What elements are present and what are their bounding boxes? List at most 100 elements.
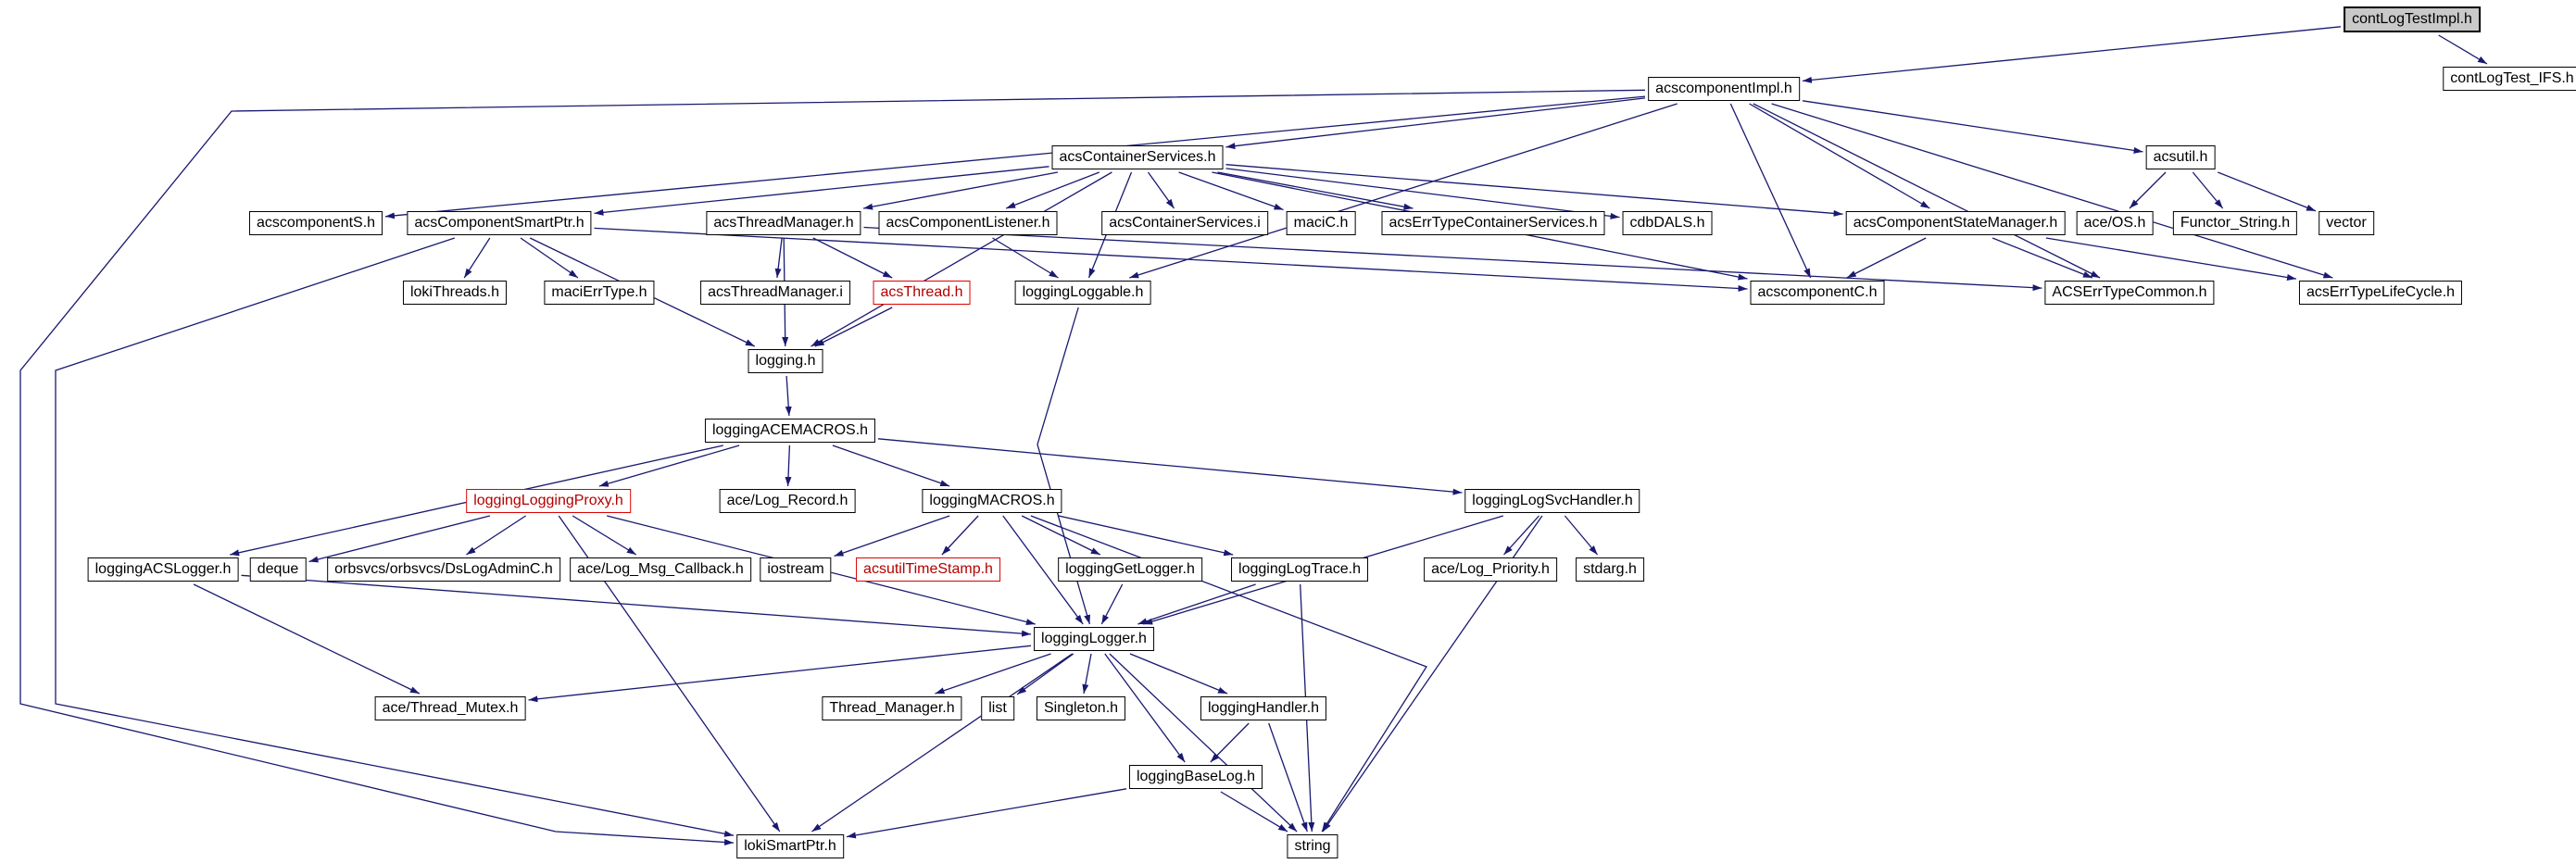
graph-node-aceOS[interactable]: ace/OS.h bbox=[2076, 211, 2154, 235]
include-edge-acsutil-to-FunctorString bbox=[2192, 171, 2224, 209]
graph-node-vector[interactable]: vector bbox=[2318, 211, 2374, 235]
include-edge-acsContainerServices-to-maciC bbox=[1178, 171, 1284, 211]
include-edge-acsComponentStateManager-to-acsErrTypeLifeCycle bbox=[2045, 237, 2297, 281]
include-edge-acsThreadManager-to-ACSErrTypeCommon bbox=[863, 226, 2042, 292]
graph-node-aceLogPriority[interactable]: ace/Log_Priority.h bbox=[1424, 557, 1557, 582]
include-edge-loggingLogger-to-aceThreadMutex bbox=[528, 645, 1032, 703]
include-edge-loggingACSLogger-to-loggingLogger bbox=[241, 574, 1032, 637]
include-edge-loggingLoggingProxy-to-deque bbox=[308, 515, 491, 563]
graph-node-contLogTestImpl: contLogTestImpl.h bbox=[2344, 6, 2481, 32]
include-edge-acsComponentSmartPtr-to-lokiThreads bbox=[463, 237, 491, 279]
include-edge-loggingBaseLog-to-string bbox=[1220, 791, 1288, 833]
include-edge-loggingLogger-to-lokiSmartPtr bbox=[811, 653, 1073, 833]
include-edge-loggingLogTrace-to-loggingLogger bbox=[1137, 583, 1256, 625]
graph-node-contLogTest_IFS[interactable]: contLogTest_IFS.h bbox=[2443, 67, 2576, 91]
graph-node-stdarg[interactable]: stdarg.h bbox=[1576, 557, 1644, 582]
graph-node-deque[interactable]: deque bbox=[249, 557, 307, 582]
include-edge-loggingMACROS-to-loggingLogger bbox=[1002, 515, 1084, 625]
include-edge-acscomponentImpl-to-acsErrTypeLifeCycle bbox=[1771, 103, 2333, 279]
graph-node-acsThread[interactable]: acsThread.h bbox=[873, 281, 971, 305]
graph-node-acsComponentSmartPtr[interactable]: acsComponentSmartPtr.h bbox=[407, 211, 592, 235]
graph-node-acsErrTypeLifeCycle[interactable]: acsErrTypeLifeCycle.h bbox=[2298, 281, 2463, 305]
graph-node-loggingLoggable[interactable]: loggingLoggable.h bbox=[1014, 281, 1151, 305]
graph-node-acsErrTypeContainerServices[interactable]: acsErrTypeContainerServices.h bbox=[1381, 211, 1605, 235]
graph-node-cdbDALS[interactable]: cdbDALS.h bbox=[1622, 211, 1713, 235]
include-edge-loggingLogger-to-string bbox=[1109, 653, 1298, 833]
include-edge-acsContainerServices-to-acsThreadManager bbox=[862, 171, 1059, 210]
graph-node-acscomponentS[interactable]: acscomponentS.h bbox=[248, 211, 383, 235]
include-edge-loggingLogSvcHandler-to-aceLogPriority bbox=[1503, 515, 1539, 556]
include-edge-contLogTestImpl-to-acscomponentImpl bbox=[1802, 26, 2342, 83]
graph-node-acsContainerServices[interactable]: acsContainerServices.h bbox=[1051, 145, 1224, 169]
include-edge-logging-to-loggingACEMACROS bbox=[785, 375, 792, 417]
include-edge-loggingLogger-to-Singleton bbox=[1082, 653, 1092, 695]
include-edge-loggingLogSvcHandler-to-stdarg bbox=[1564, 515, 1599, 556]
graph-node-acsComponentStateManager[interactable]: acsComponentStateManager.h bbox=[1845, 211, 2066, 235]
graph-node-aceLogMsgCallback[interactable]: ace/Log_Msg_Callback.h bbox=[570, 557, 751, 582]
include-edge-loggingLogger-to-list bbox=[1016, 653, 1074, 695]
graph-node-acsThreadManagerI[interactable]: acsThreadManager.i bbox=[700, 281, 850, 305]
include-edge-loggingMACROS-to-loggingGetLogger bbox=[1021, 515, 1101, 556]
graph-node-lokiSmartPtr[interactable]: lokiSmartPtr.h bbox=[736, 834, 844, 858]
graph-node-FunctorString[interactable]: Functor_String.h bbox=[2172, 211, 2298, 235]
graph-node-loggingHandler[interactable]: loggingHandler.h bbox=[1200, 696, 1327, 720]
include-edge-acsContainerServices-to-acsErrTypeContainerServices bbox=[1217, 171, 1414, 210]
include-edge-loggingLoggingProxy-to-aceLogMsgCallback bbox=[572, 515, 637, 556]
include-edge-acsContainerServices-to-cdbDALS bbox=[1225, 168, 1620, 219]
graph-node-acsComponentListener[interactable]: acsComponentListener.h bbox=[878, 211, 1058, 235]
graph-node-acsThreadManager[interactable]: acsThreadManager.h bbox=[706, 211, 861, 235]
graph-node-acsutil[interactable]: acsutil.h bbox=[2145, 145, 2216, 169]
graph-node-loggingLogSvcHandler[interactable]: loggingLogSvcHandler.h bbox=[1464, 489, 1640, 513]
include-edge-loggingACEMACROS-to-aceLogRecord bbox=[785, 445, 792, 487]
include-edge-loggingACEMACROS-to-loggingLoggingProxy bbox=[598, 445, 740, 487]
include-edge-acscomponentImpl-to-acscomponentC bbox=[1729, 103, 1812, 279]
graph-node-acscomponentC[interactable]: acscomponentC.h bbox=[1750, 281, 1885, 305]
graph-node-maciC[interactable]: maciC.h bbox=[1286, 211, 1356, 235]
include-edge-acscomponentImpl-to-lokiSmartPtr bbox=[19, 89, 1646, 845]
include-edge-acscomponentImpl-to-acsutil bbox=[1802, 100, 2143, 154]
graph-node-acsContainerServicesI[interactable]: acsContainerServices.i bbox=[1101, 211, 1268, 235]
graph-node-acsutilTimeStamp[interactable]: acsutilTimeStamp.h bbox=[856, 557, 1000, 582]
graph-node-loggingACEMACROS[interactable]: loggingACEMACROS.h bbox=[704, 419, 876, 443]
graph-node-loggingBaseLog[interactable]: loggingBaseLog.h bbox=[1128, 765, 1263, 789]
graph-node-ThreadManager[interactable]: Thread_Manager.h bbox=[822, 696, 962, 720]
graph-node-Singleton[interactable]: Singleton.h bbox=[1036, 696, 1126, 720]
graph-node-lokiThreads[interactable]: lokiThreads.h bbox=[402, 281, 508, 305]
include-edge-acsContainerServices-to-logging bbox=[810, 171, 1112, 347]
graph-node-aceThreadMutex[interactable]: ace/Thread_Mutex.h bbox=[374, 696, 526, 720]
include-edge-loggingHandler-to-string bbox=[1268, 722, 1308, 833]
include-edge-loggingLogger-to-ThreadManager bbox=[935, 653, 1051, 695]
graph-node-list[interactable]: list bbox=[981, 696, 1014, 720]
graph-node-aceLogRecord[interactable]: ace/Log_Record.h bbox=[719, 489, 856, 513]
include-edge-loggingMACROS-to-iostream bbox=[834, 515, 950, 557]
include-edge-acsContainerServices-to-acsComponentSmartPtr bbox=[594, 166, 1049, 216]
graph-node-maciErrType[interactable]: maciErrType.h bbox=[544, 281, 655, 305]
graph-node-iostream[interactable]: iostream bbox=[760, 557, 832, 582]
include-edge-loggingHandler-to-loggingBaseLog bbox=[1210, 722, 1250, 763]
include-edge-loggingLoggingProxy-to-DsLogAdminC bbox=[466, 515, 526, 556]
include-edge-loggingACEMACROS-to-loggingLogSvcHandler bbox=[877, 438, 1463, 495]
graph-node-loggingLogTrace[interactable]: loggingLogTrace.h bbox=[1231, 557, 1368, 582]
include-edge-loggingMACROS-to-loggingLogTrace bbox=[1058, 515, 1234, 557]
include-edge-acsComponentListener-to-loggingLoggable bbox=[992, 237, 1059, 279]
include-edge-acscomponentImpl-to-acsContainerServices bbox=[1225, 97, 1646, 150]
graph-node-acscomponentImpl[interactable]: acscomponentImpl.h bbox=[1648, 77, 1800, 101]
graph-node-ACSErrTypeCommon[interactable]: ACSErrTypeCommon.h bbox=[2044, 281, 2215, 305]
include-edge-acsThreadManager-to-acsThread bbox=[812, 237, 893, 279]
include-edge-loggingACSLogger-to-aceThreadMutex bbox=[193, 583, 421, 695]
graph-node-loggingLoggingProxy[interactable]: loggingLoggingProxy.h bbox=[466, 489, 631, 513]
include-edge-loggingMACROS-to-acsutilTimeStamp bbox=[941, 515, 979, 556]
graph-node-DsLogAdminC[interactable]: orbsvcs/orbsvcs/DsLogAdminC.h bbox=[327, 557, 560, 582]
include-edge-acsContainerServices-to-acsComponentListener bbox=[1005, 171, 1100, 209]
graph-node-loggingLogger[interactable]: loggingLogger.h bbox=[1034, 627, 1154, 651]
include-edge-acsutil-to-aceOS bbox=[2129, 171, 2167, 209]
include-edge-acsThreadManager-to-acsThreadManagerI bbox=[774, 237, 783, 279]
graph-node-loggingACSLogger[interactable]: loggingACSLogger.h bbox=[87, 557, 239, 582]
graph-node-loggingMACROS[interactable]: loggingMACROS.h bbox=[922, 489, 1062, 513]
include-edge-contLogTestImpl-to-contLogTest_IFS bbox=[2438, 34, 2488, 65]
graph-node-logging[interactable]: logging.h bbox=[748, 349, 823, 373]
graph-node-loggingGetLogger[interactable]: loggingGetLogger.h bbox=[1058, 557, 1202, 582]
graph-node-string[interactable]: string bbox=[1287, 834, 1338, 858]
